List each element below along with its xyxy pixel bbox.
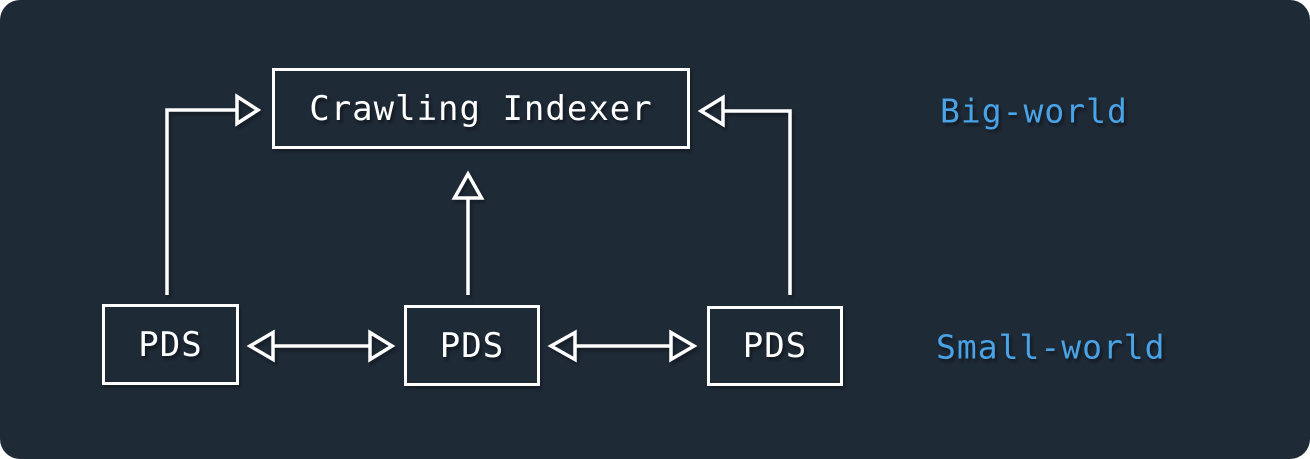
arrowhead-up-icon — [451, 170, 485, 200]
crawling-indexer-label: Crawling Indexer — [309, 88, 653, 129]
pds-node-3: PDS — [707, 306, 843, 386]
arrowhead-left-icon — [246, 329, 275, 363]
arrow-pds3-to-indexer — [697, 94, 792, 295]
pds-node-3-label: PDS — [742, 326, 808, 366]
arrowhead-left-icon — [547, 329, 577, 363]
crawling-indexer-node: Crawling Indexer — [272, 68, 690, 149]
pds-node-2: PDS — [404, 305, 540, 386]
pds-node-1-label: PDS — [138, 324, 203, 365]
arrow-pds2-to-indexer — [451, 170, 485, 295]
arrow-pds1-pds2-bidirectional — [246, 329, 396, 363]
arrow-pds1-to-indexer — [165, 93, 262, 295]
big-world-label: Big-world — [940, 91, 1128, 131]
arrowhead-right-icon — [235, 93, 262, 127]
arrowhead-right-icon — [669, 329, 698, 363]
arrow-pds2-pds3-bidirectional — [547, 329, 698, 363]
small-world-label: Small-world — [936, 327, 1166, 367]
arrowhead-left-icon — [697, 94, 725, 128]
arrowhead-right-icon — [368, 329, 396, 363]
pds-node-1: PDS — [102, 304, 239, 385]
pds-node-2-label: PDS — [439, 325, 505, 366]
